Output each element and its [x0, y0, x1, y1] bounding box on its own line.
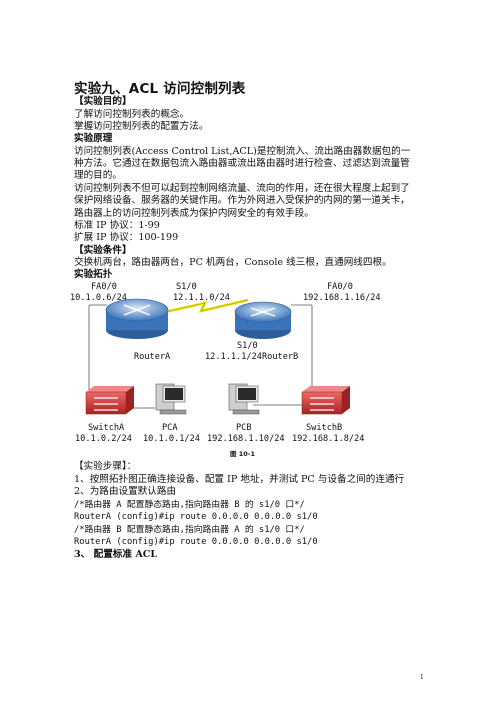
principle-heading: 实验原理 — [74, 133, 113, 144]
switch-a-icon — [85, 386, 134, 415]
router-a-fa-label: FA0/0 — [91, 282, 117, 292]
principle-p1-l2: 种方法。它通过在数据包流入路由器或流出路由器时进行检查、过滤达到流量管 — [74, 158, 410, 169]
router-b-s10-ip: 12.1.1.1/24 — [205, 352, 262, 362]
router-a-s10-label: S1/0 — [176, 282, 197, 292]
step-1: 1、按照拓扑图正确连接设备、配置 IP 地址，并测试 PC 与设备之间的连通行 — [74, 474, 405, 485]
router-b-name: RouterB — [262, 352, 299, 362]
conditions-text: 交换机两台，路由器两台，PC 机两台，Console 线三根，直通网线四根。 — [74, 257, 392, 268]
switch-a-name: SwitchA — [88, 423, 125, 433]
switch-a-ip: 10.1.0.2/24 — [75, 434, 132, 444]
principle-p1-l3: 理的目的。 — [74, 170, 122, 181]
principle-p2-l2: 保护网络设备、服务器的关键作用。作为外网进入受保护的内网的第一道关卡， — [74, 195, 410, 206]
standard-ip-range: 标准 IP 协议：1-99 — [74, 220, 160, 231]
principle-p2-l3: 路由器上的访问控制列表成为保护内网安全的有效手段。 — [74, 208, 314, 219]
extended-ip-range: 扩展 IP 协议：100-199 — [74, 232, 179, 243]
principle-p2-l1: 访问控制列表不但可以起到控制网络流量、流向的作用，还在很大程度上起到了 — [74, 183, 410, 194]
pca-icon — [155, 383, 187, 415]
router-b-icon — [234, 301, 292, 339]
conditions-heading: 【实验条件】 — [74, 245, 132, 256]
router-b-s10-label: S1/0 — [237, 341, 258, 351]
code-line-1: RouterA (config)#ip route 0.0.0.0 0.0.0.… — [74, 512, 318, 522]
code-comment-1: /*路由器 A 配置静态路由,指向路由器 B 的 s1/0 口*/ — [74, 500, 305, 510]
page-number: 1 — [420, 674, 424, 681]
switch-b-icon — [301, 386, 350, 415]
router-a-name: RouterA — [134, 352, 171, 362]
router-a-s10-ip: 12.1.1.0/24 — [173, 293, 230, 303]
router-b-fa-ip: 192.168.1.16/24 — [303, 293, 381, 303]
router-a-icon — [105, 298, 169, 339]
pcb-icon — [228, 383, 260, 415]
code-line-2: RouterA (config)#ip route 0.0.0.0 0.0.0.… — [74, 537, 318, 547]
step-3: 3、 配置标准 ACL — [74, 549, 158, 560]
code-comment-2: /*路由器 B 配置静态路由,指向路由器 A 的 s1/0 口*/ — [74, 525, 305, 535]
router-b-fa-label: FA0/0 — [327, 282, 353, 292]
topology-heading: 实验拓扑 — [74, 269, 113, 280]
pcb-ip: 192.168.1.10/24 — [207, 434, 285, 444]
router-a-fa-ip: 10.1.0.6/24 — [70, 293, 127, 303]
page-title: 实验九、ACL 访问控制列表 — [74, 81, 246, 97]
step-2: 2、为路由设置默认路由 — [74, 486, 177, 497]
serial-link-outline — [164, 299, 249, 313]
switch-b-name: SwitchB — [306, 423, 343, 433]
switch-b-ip: 192.168.1.8/24 — [292, 434, 365, 444]
principle-p1-l1: 访问控制列表(Access Control List,ACL)是控制流入、流出路… — [74, 146, 411, 157]
purpose-line-1: 了解访问控制列表的概念。 — [74, 109, 190, 120]
purpose-line-2: 掌握访问控制列表的配置方法。 — [74, 121, 209, 132]
purpose-heading: 【实验目的】 — [74, 96, 132, 107]
steps-heading: 【实验步骤】： — [74, 461, 137, 472]
figure-caption: 图 10-1 — [230, 450, 256, 458]
pcb-name: PCB — [236, 423, 252, 433]
pca-ip: 10.1.0.1/24 — [143, 434, 200, 444]
pca-name: PCA — [162, 423, 178, 433]
